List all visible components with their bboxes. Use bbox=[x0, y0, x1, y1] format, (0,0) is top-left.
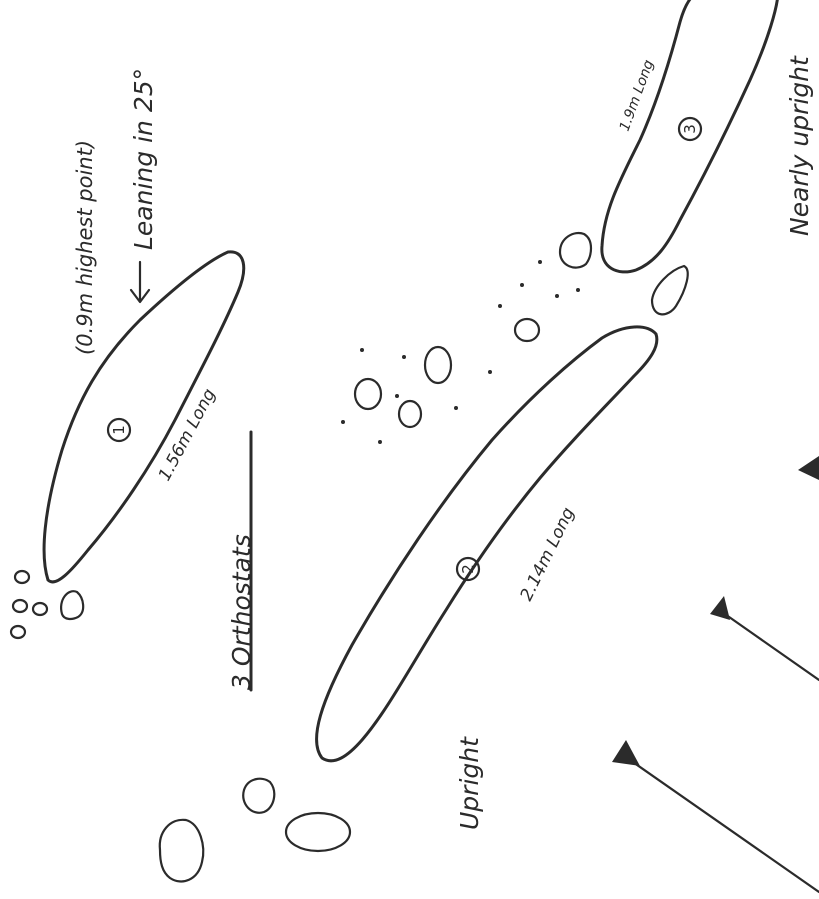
arrow-head-icon bbox=[710, 596, 730, 620]
orthostat-1-length-label: 1.56m Long bbox=[155, 385, 220, 484]
pointer-arrow-line bbox=[628, 758, 819, 894]
small-stone bbox=[31, 601, 49, 617]
orthostat-1-number: 1 bbox=[110, 425, 128, 435]
arrow-head-icon bbox=[612, 740, 640, 766]
orthostat-3-outline bbox=[600, 0, 779, 274]
pointer-arrow-line bbox=[720, 610, 819, 682]
orthostat-3-status-label: Nearly upright bbox=[785, 55, 814, 236]
small-stone bbox=[11, 598, 29, 614]
pebble-dot bbox=[454, 406, 458, 410]
orthostat-3-length-label: 1.9m Long bbox=[617, 58, 658, 134]
pebble-dot bbox=[538, 260, 542, 264]
small-stone bbox=[284, 811, 352, 853]
small-stone bbox=[397, 399, 423, 429]
pebble-dot bbox=[520, 283, 524, 287]
small-stone bbox=[13, 569, 31, 585]
orthostat-3-number-circle bbox=[677, 116, 703, 142]
pebble-dot bbox=[488, 370, 492, 374]
small-stone bbox=[353, 377, 383, 411]
small-stone bbox=[9, 624, 27, 640]
orthostat-2-length-label: 2.14m Long bbox=[517, 504, 579, 604]
pebble-dot bbox=[360, 348, 364, 352]
small-stone bbox=[650, 264, 689, 316]
pebble-dot bbox=[402, 355, 406, 359]
small-stone bbox=[60, 590, 85, 621]
orthostat-1-height-note: (0.9m highest point) bbox=[73, 140, 97, 355]
small-stone bbox=[558, 231, 593, 269]
pebble-dot bbox=[395, 394, 399, 398]
arrow-head-icon bbox=[798, 456, 819, 480]
orthostat-2-status-label: Upright bbox=[455, 736, 484, 830]
small-stone bbox=[423, 345, 453, 385]
small-stone bbox=[158, 818, 205, 883]
orthostat-1-outline bbox=[42, 250, 246, 584]
orthostat-1-number-circle bbox=[106, 417, 132, 443]
pebble-dot bbox=[378, 440, 382, 444]
orthostat-2-number-circle bbox=[455, 556, 481, 582]
pebble-dot bbox=[576, 288, 580, 292]
leaning-arrow-icon bbox=[129, 260, 151, 304]
orthostat-2-outline bbox=[315, 325, 659, 763]
orthostat-1-status-label: Leaning in 25° bbox=[129, 68, 158, 250]
small-stone bbox=[242, 777, 276, 814]
pebble-dot bbox=[498, 304, 502, 308]
pebble-dot bbox=[555, 294, 559, 298]
small-stone bbox=[513, 317, 541, 343]
orthostat-3-number: 3 bbox=[681, 124, 699, 134]
orthostat-2-number: 2 bbox=[459, 564, 477, 574]
pebble-dot bbox=[341, 420, 345, 424]
